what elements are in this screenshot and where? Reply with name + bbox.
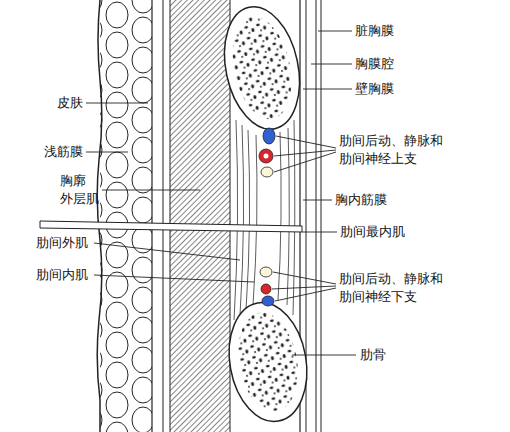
outer-muscle [170,0,230,432]
artery-lumen [264,154,269,159]
fascia-line [151,0,152,432]
anatomy-label: 肋间后动、静脉和 肋间神经下支 [339,270,457,306]
anatomy-label: 胸廓 外层肌 [60,172,102,208]
rib-lower [220,296,316,427]
anatomy-label: 肋间外肌 [36,234,106,252]
anatomy-label: 肋间最内肌 [340,223,440,241]
artery [261,284,271,294]
leader-lines [86,31,356,355]
skin-layer [100,0,152,432]
vein [263,128,275,144]
anatomy-label: 皮肤 [57,94,117,112]
nerve [260,267,272,277]
puncture-needle [40,221,302,232]
rib-upper [214,0,310,136]
muscle-edge [170,0,171,432]
anatomy-label: 肋骨 [360,346,420,364]
anatomy-label: 脏胸膜 [355,22,435,40]
vein [262,296,274,306]
intercostal-muscle-fibers [234,120,295,320]
anatomy-label: 肋间内肌 [36,266,106,284]
fascia-line [163,0,164,432]
artery [259,149,273,163]
lung-surface [321,0,322,432]
anatomy-label: 壁胸膜 [355,80,435,98]
anatomy-label: 胸内筋膜 [335,191,425,209]
visceral-pleura [316,0,317,432]
anatomy-label: 浅筋膜 [44,143,104,161]
nerve [261,167,273,177]
skin-edge [97,0,102,432]
anatomy-label: 胸膜腔 [355,55,435,73]
anatomy-label: 肋间后动、静脉和 肋间神经上支 [339,132,457,168]
